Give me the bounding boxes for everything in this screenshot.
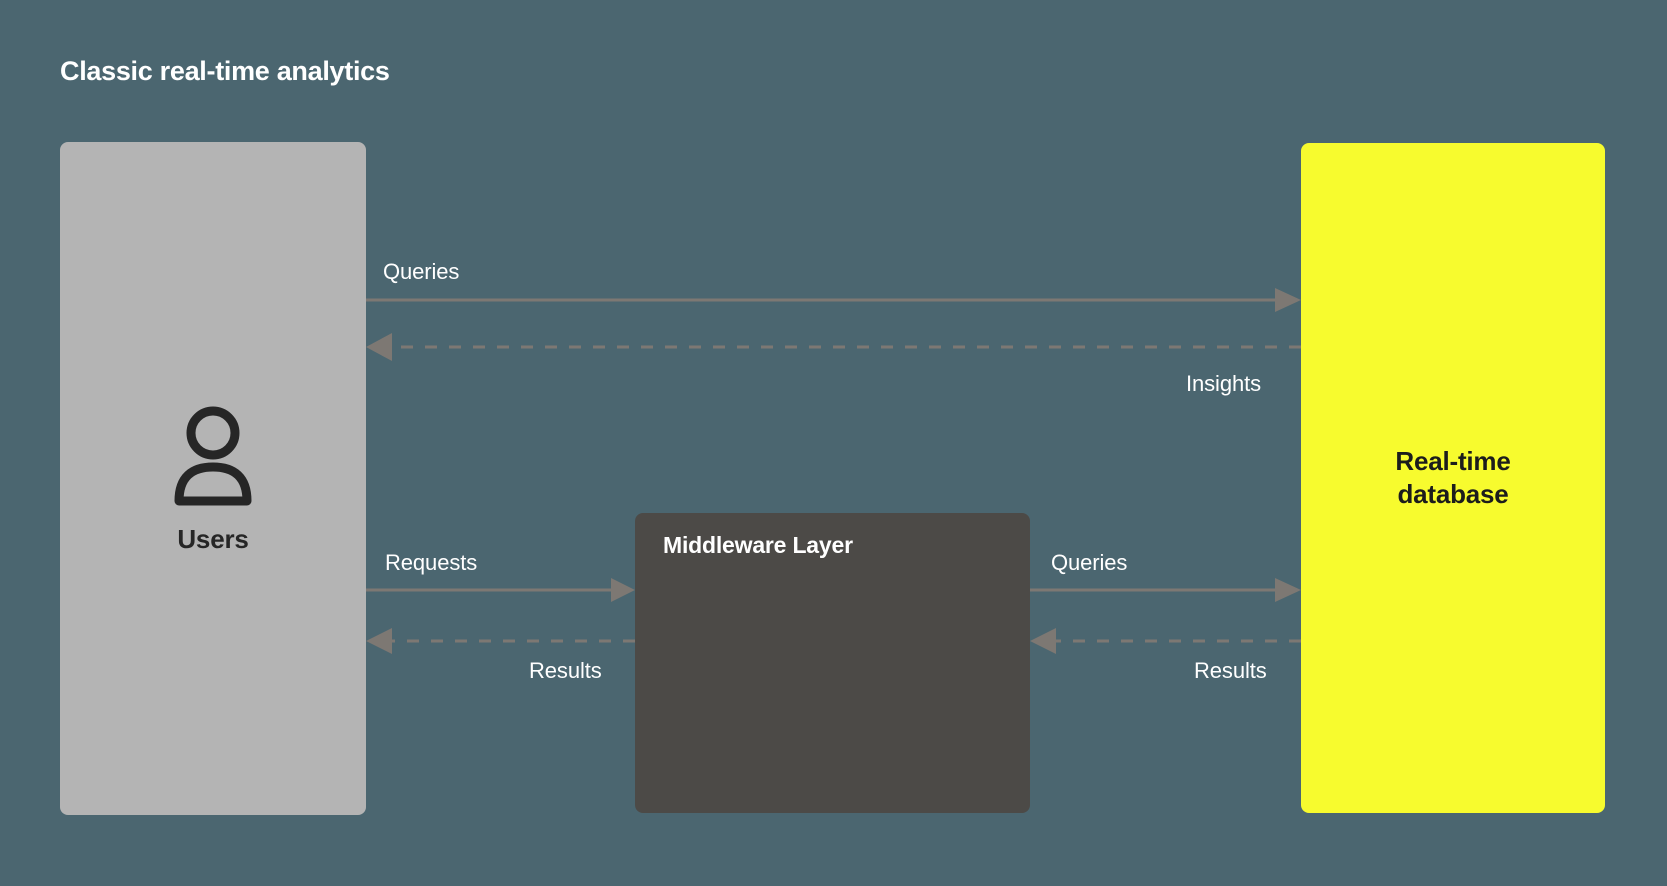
edge-label-insights: Insights: [1186, 371, 1262, 396]
edge-label-results-middleware-to-users: Results: [529, 658, 602, 683]
edge-label-queries-middleware-to-db: Queries: [1051, 550, 1128, 575]
arrowhead-right: [1275, 578, 1301, 602]
arrowhead-right: [1275, 288, 1301, 312]
edge-users-to-db-queries: [366, 288, 1301, 312]
edge-label-queries-users-to-db: Queries: [383, 259, 460, 284]
arrowhead-right: [611, 578, 635, 602]
arrowhead-left: [366, 628, 392, 654]
edge-users-to-middleware-requests: [366, 578, 635, 602]
node-users-content: Users: [60, 142, 366, 815]
edge-db-to-middleware-results: [1030, 628, 1301, 654]
node-database[interactable]: Real-time database: [1301, 143, 1605, 813]
node-database-label-line2: database: [1397, 479, 1509, 509]
edge-middleware-to-users-results: [366, 628, 635, 654]
edge-label-requests: Requests: [385, 550, 478, 575]
node-database-label: Real-time database: [1301, 143, 1605, 813]
arrowhead-left: [366, 333, 392, 361]
edge-db-to-users-insights: [366, 333, 1301, 361]
node-users[interactable]: Users: [60, 142, 366, 815]
node-database-label-line1: Real-time: [1395, 445, 1511, 476]
node-middleware-label: Middleware Layer: [663, 532, 853, 558]
user-icon: [167, 403, 259, 512]
edge-label-results-db-to-middleware: Results: [1194, 658, 1267, 683]
edge-middleware-to-db-queries: [1030, 578, 1301, 602]
page-title: Classic real-time analytics: [60, 56, 390, 86]
arrowhead-left: [1030, 628, 1056, 654]
node-middleware[interactable]: Middleware Layer: [635, 513, 1030, 813]
node-users-label: Users: [177, 523, 249, 554]
